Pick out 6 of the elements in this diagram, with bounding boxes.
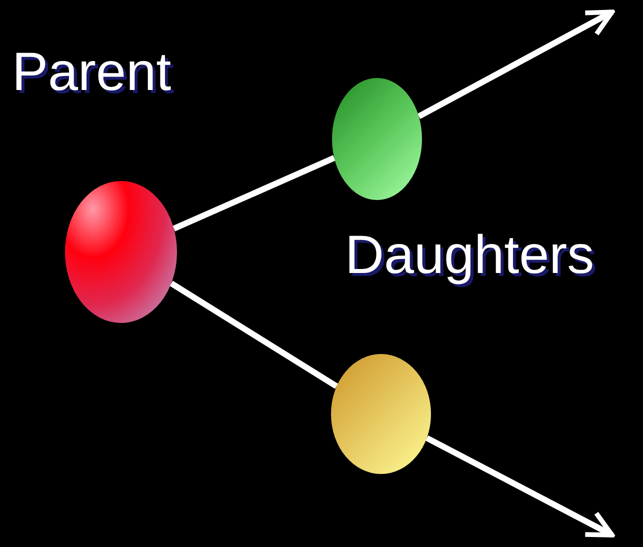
arrow xyxy=(417,9,614,120)
connector-line xyxy=(170,280,338,389)
connector-line xyxy=(172,155,336,232)
arrow xyxy=(425,435,614,538)
group-label: Daughters xyxy=(345,228,594,282)
node-caption: Parent xyxy=(12,45,172,99)
